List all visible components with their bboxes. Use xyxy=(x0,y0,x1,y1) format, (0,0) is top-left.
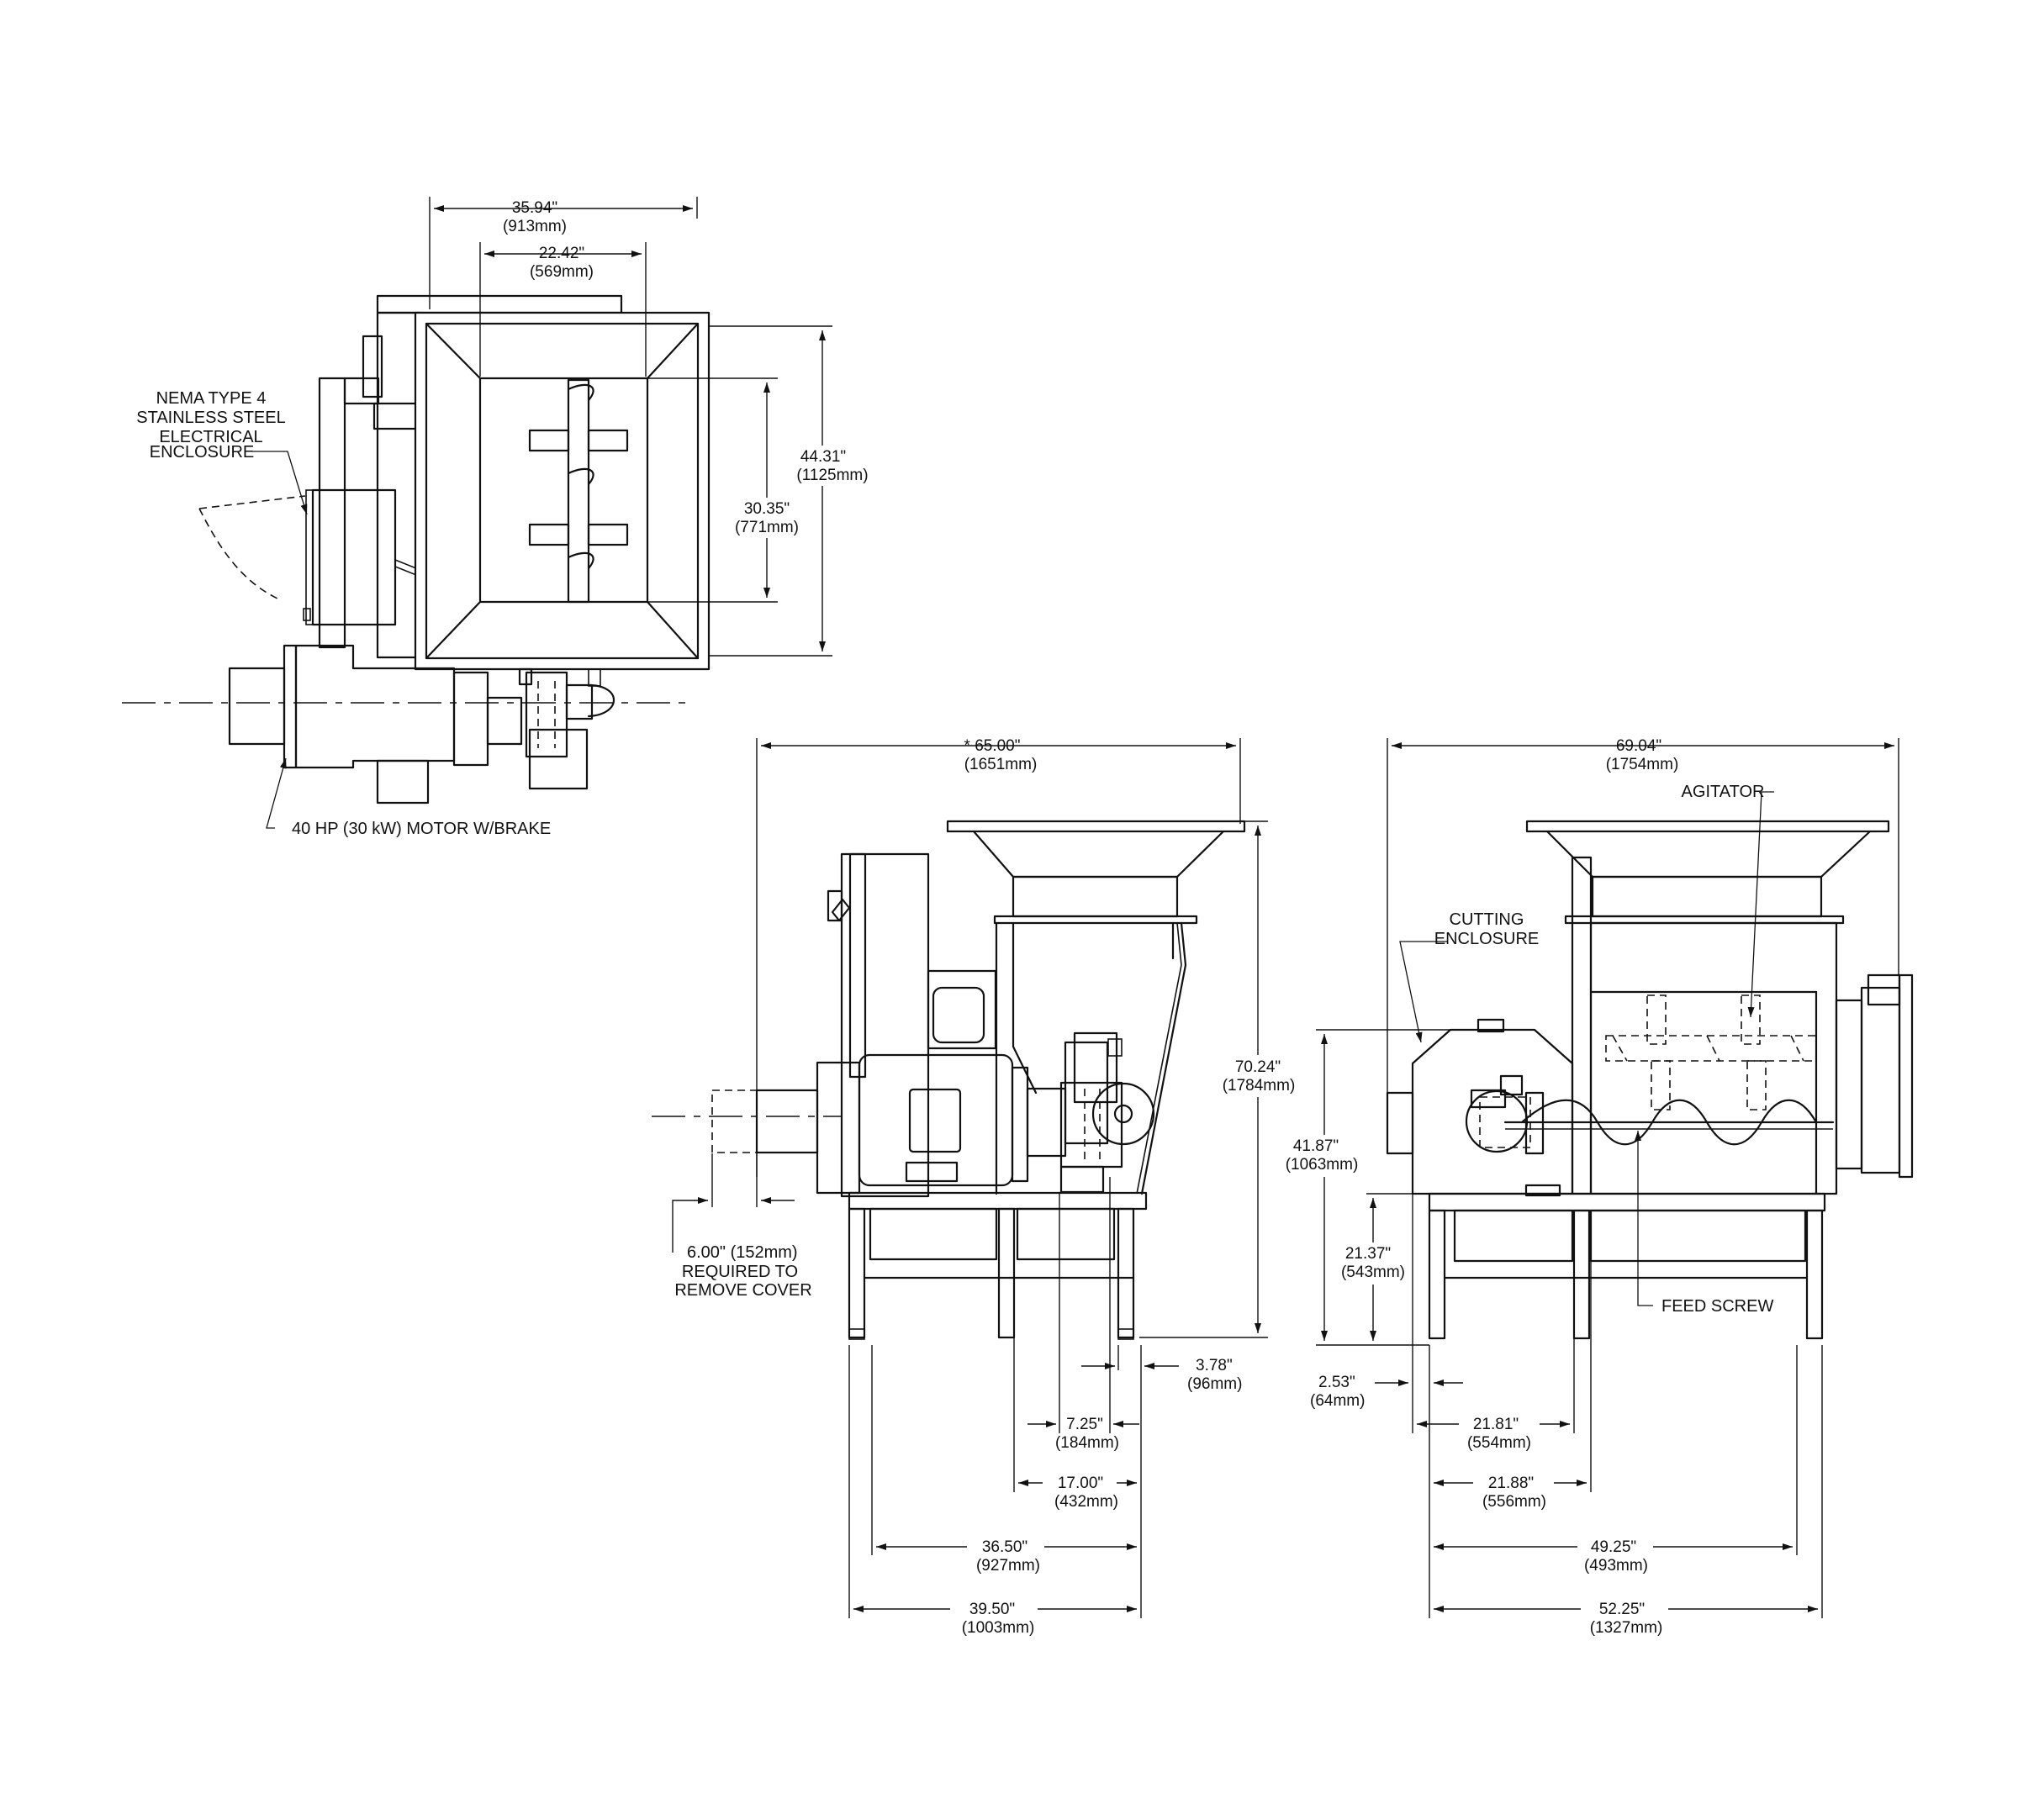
dim-top-overall-depth-mm: (1125mm) xyxy=(796,467,868,484)
dim-end-overall-width: 69.04" xyxy=(1616,737,1661,755)
enclosure-label-4: ENCLOSURE xyxy=(150,443,254,462)
dim-top-overall-depth: 44.31" xyxy=(800,448,846,466)
dim-side-height: 70.24" xyxy=(1235,1058,1281,1076)
cover-note-1: 6.00" (152mm) xyxy=(687,1243,798,1262)
dim-end-21-88-mm: (556mm) xyxy=(1482,1493,1546,1511)
dim-end-21-37: 21.37" xyxy=(1345,1245,1391,1263)
dim-end-41-87-mm: (1063mm) xyxy=(1286,1156,1359,1174)
dim-side-3-78-mm: (96mm) xyxy=(1187,1375,1242,1393)
dim-end-52-25: 52.25" xyxy=(1599,1601,1645,1618)
dim-top-inner-width-mm: (569mm) xyxy=(530,263,594,281)
feed-screw-label: FEED SCREW xyxy=(1661,1297,1773,1316)
enclosure-label-1: NEMA TYPE 4 xyxy=(156,389,267,408)
motor-side xyxy=(711,1031,1155,1195)
dim-side-17-00-mm: (432mm) xyxy=(1054,1493,1118,1511)
dim-side-39-50: 39.50" xyxy=(969,1601,1015,1618)
dim-top-overall-width: 35.94" xyxy=(512,199,557,217)
agitator-label: AGITATOR xyxy=(1682,783,1765,801)
side-view: * 65.00" (1651mm) 70.24" (1784mm) 6.00" … xyxy=(652,737,1298,1638)
cover-note-3: REMOVE COVER xyxy=(674,1281,811,1300)
cutting-enclosure xyxy=(1386,1018,1574,1197)
dim-side-36-50-mm: (927mm) xyxy=(976,1557,1040,1575)
dim-top-inner-depth-mm: (771mm) xyxy=(735,519,799,536)
dim-end-49-25: 49.25" xyxy=(1591,1538,1636,1556)
cover-note-2: REQUIRED TO xyxy=(682,1263,798,1281)
dim-top-inner-depth: 30.35" xyxy=(744,500,790,518)
side-frame xyxy=(848,1191,1148,1340)
dim-end-2-53-mm: (64mm) xyxy=(1310,1392,1365,1410)
dim-side-39-50-mm: (1003mm) xyxy=(962,1619,1035,1637)
enclosure-label-3: ELECTRICAL xyxy=(159,428,262,446)
dim-end-overall-width-mm: (1754mm) xyxy=(1606,756,1679,773)
top-view: NEMA TYPE 4 STAINLESS STEEL ELECTRICAL E… xyxy=(122,197,869,838)
dim-side-7-25: 7.25" xyxy=(1066,1416,1103,1433)
dim-side-overall-length-mm: (1651mm) xyxy=(964,756,1038,773)
dim-side-7-25-mm: (184mm) xyxy=(1055,1434,1119,1452)
hopper-plan xyxy=(414,311,711,671)
dim-side-17-00: 17.00" xyxy=(1058,1474,1103,1492)
dim-side-height-mm: (1784mm) xyxy=(1223,1077,1296,1095)
dim-end-21-88: 21.88" xyxy=(1488,1474,1534,1492)
end-view: AGITATOR CUTTING ENCLOSURE FEED SCREW 69… xyxy=(1282,737,1914,1638)
end-frame xyxy=(1428,1192,1826,1340)
dim-end-21-81: 21.81" xyxy=(1473,1416,1519,1433)
dim-end-21-81-mm: (554mm) xyxy=(1467,1434,1531,1452)
dim-side-36-50: 36.50" xyxy=(982,1538,1027,1556)
cutting-label-2: ENCLOSURE xyxy=(1434,930,1539,948)
dim-top-inner-width: 22.42" xyxy=(539,245,584,262)
motor-label: 40 HP (30 kW) MOTOR W/BRAKE xyxy=(292,820,551,838)
dim-end-52-25-mm: (1327mm) xyxy=(1590,1619,1663,1637)
motor-plan xyxy=(228,644,615,804)
dim-end-41-87: 41.87" xyxy=(1293,1137,1339,1155)
electrical-enclosure xyxy=(198,488,417,626)
dim-side-overall-length: * 65.00" xyxy=(964,737,1021,755)
dim-top-overall-width-mm: (913mm) xyxy=(503,218,567,235)
dim-side-3-78: 3.78" xyxy=(1196,1357,1233,1374)
cutting-label-1: CUTTING xyxy=(1450,910,1524,929)
enclosure-label-2: STAINLESS STEEL xyxy=(136,409,285,427)
dim-end-21-37-mm: (543mm) xyxy=(1341,1263,1405,1281)
dim-end-49-25-mm: (493mm) xyxy=(1584,1557,1648,1575)
dim-end-2-53: 2.53" xyxy=(1318,1374,1355,1391)
